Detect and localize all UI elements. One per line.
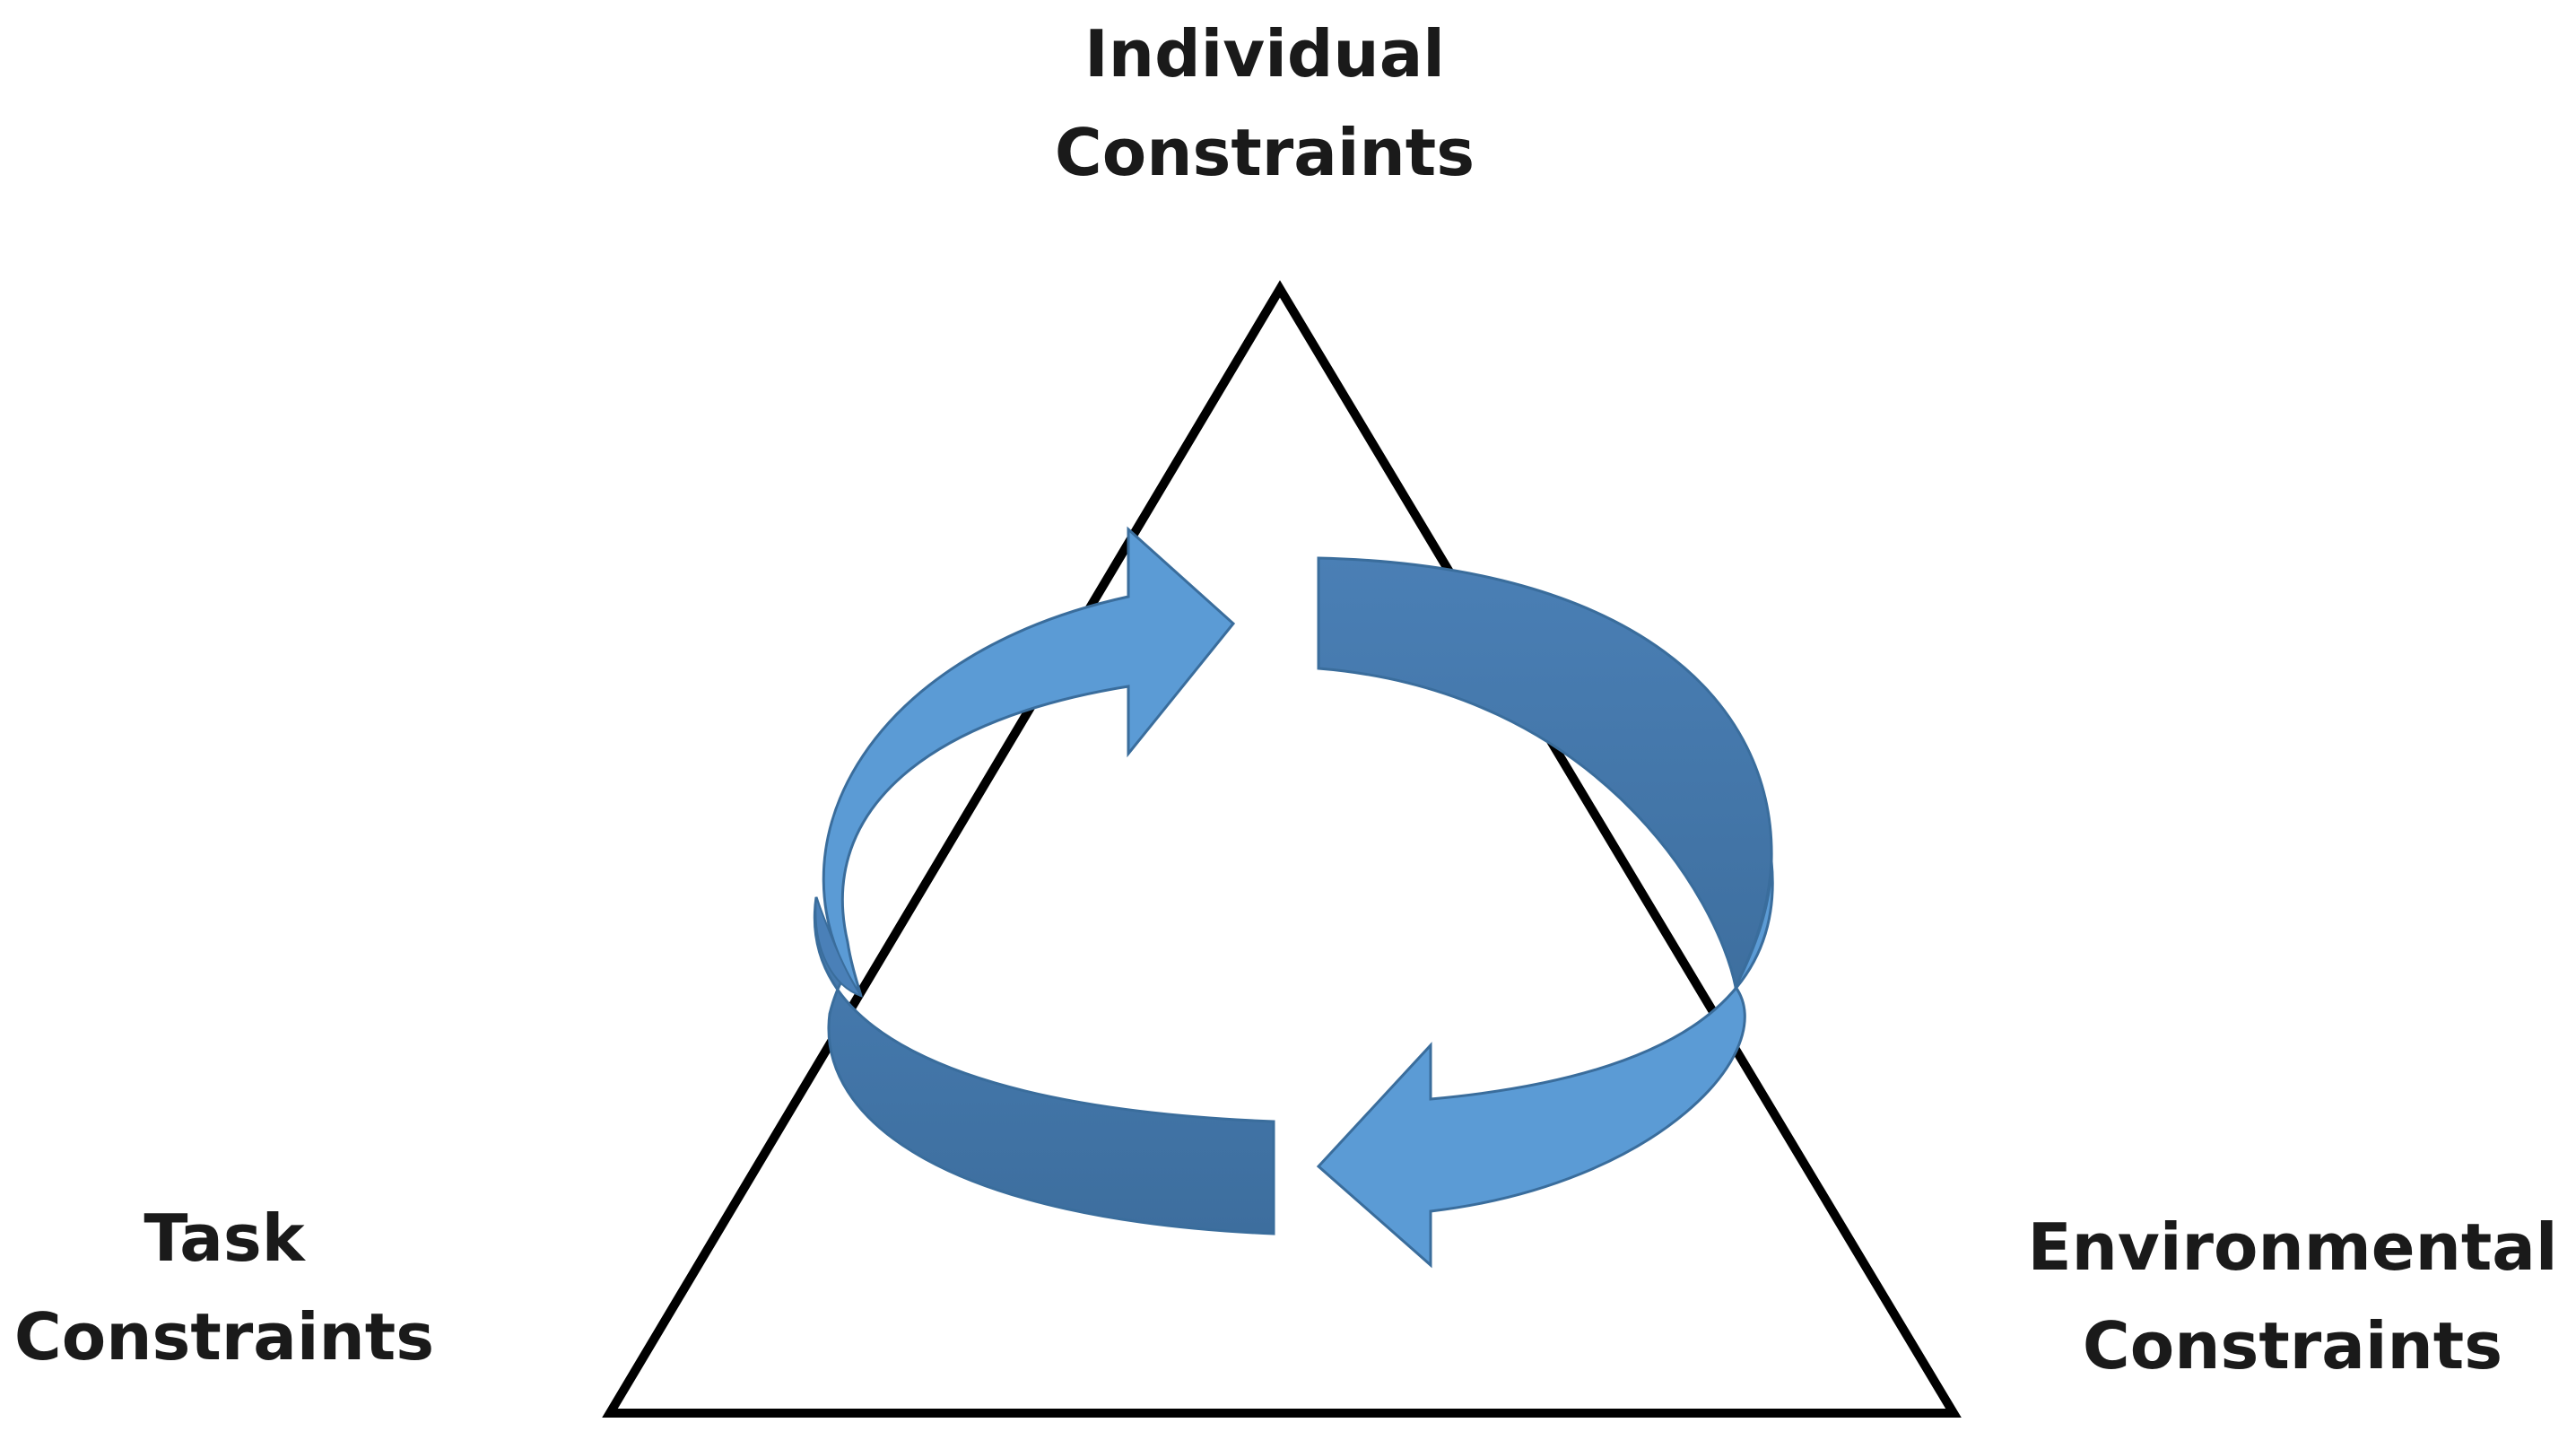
environmental-label-line1: Environmental (2027, 1209, 2558, 1285)
top-left-arrow (822, 526, 1236, 997)
left-curved-band (814, 896, 1275, 1235)
environmental-label-line2: Constraints (2082, 1308, 2503, 1384)
environmental-constraints-label: Environmental Constraints (2009, 1198, 2576, 1395)
constraints-triangle (602, 280, 1962, 1418)
individual-label-line1: Individual (1084, 16, 1445, 92)
individual-constraints-label: Individual Constraints (996, 4, 1534, 202)
bottom-right-arrow (1316, 860, 1774, 1269)
individual-label-line2: Constraints (1054, 115, 1475, 190)
task-label-line2: Constraints (13, 1299, 435, 1375)
right-curved-band (1317, 556, 1773, 991)
task-label-line1: Task (144, 1200, 305, 1276)
left-band-edge (814, 896, 864, 998)
task-constraints-label: Task Constraints (0, 1189, 448, 1386)
